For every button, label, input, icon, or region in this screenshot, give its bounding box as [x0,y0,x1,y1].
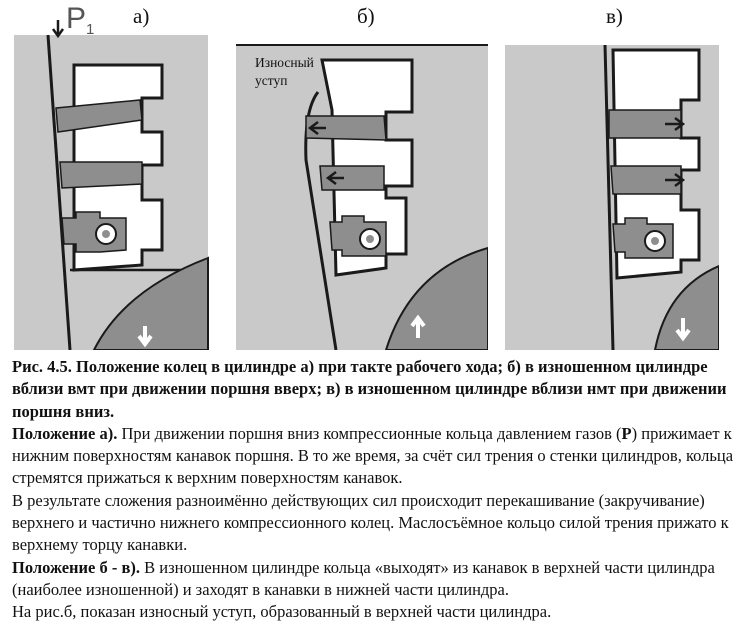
caption-block: Рис. 4.5. Положение колец в цилиндре а) … [12,356,750,624]
paragraph-position-a: Положение а). При движении поршня вниз к… [12,423,750,490]
connecting-rod-shape [92,256,209,350]
wear-step-label-line2: уступ [255,73,288,88]
position-a-pressure-symbol: Р [621,423,632,443]
ring-force-arrow-icon [325,171,344,185]
wear-step-label: Износный уступ [255,54,314,90]
paragraph-result: В результате сложения разноимённо действ… [12,490,729,555]
oil-ring-hole-center [651,237,659,245]
connecting-rod-shape [653,264,719,350]
oil-ring-hole-center [366,235,374,243]
cylinder-wall [46,34,72,350]
cylinder-wall [603,44,615,350]
panel-label-b: б) [357,4,375,28]
top-compression-ring [55,99,143,133]
wear-step-label-line1: Износный [255,55,314,70]
pressure-label: P1 [66,2,94,38]
second-compression-ring [59,161,143,189]
position-a-text-1: При движении поршня вниз компрессионные … [117,423,622,443]
gas-pressure-arrow-icon [51,20,65,39]
ring-force-arrow-icon [307,121,326,135]
panel-label-c: в) [606,4,623,28]
ring-force-arrow-icon [665,117,686,131]
figure-caption: Рис. 4.5. Положение колец в цилиндре а) … [12,357,727,421]
paragraph-position-b-c: Положение б - в). В изношенном цилиндре … [12,557,750,602]
panel-b-diagram [236,44,488,350]
piston-motion-down-arrow-icon [137,326,153,348]
oil-ring-hole-center [102,230,110,238]
panel-a-diagram [14,20,209,350]
panel-label-a: а) [133,4,150,28]
pressure-subscript: 1 [86,21,95,38]
position-a-heading: Положение а). [12,423,118,443]
position-b-c-text: В изношенном цилиндре кольца «выходят» и… [12,557,715,599]
panel-c-diagram [505,44,719,350]
position-a-text-2: ) прижимает к нижним поверхностям канаво… [12,423,734,488]
top-compression-ring [608,109,682,139]
paragraph-wear-step: На рис.б, показан износный уступ, образо… [12,602,552,622]
position-b-c-heading: Положение б - в). [12,557,141,577]
top-compression-ring [305,115,387,141]
piston-motion-down-arrow-icon [675,318,691,342]
piston-motion-up-arrow-icon [410,314,426,338]
ring-force-arrow-icon [665,173,686,187]
pressure-symbol: P [66,2,87,35]
second-compression-ring [610,165,682,195]
